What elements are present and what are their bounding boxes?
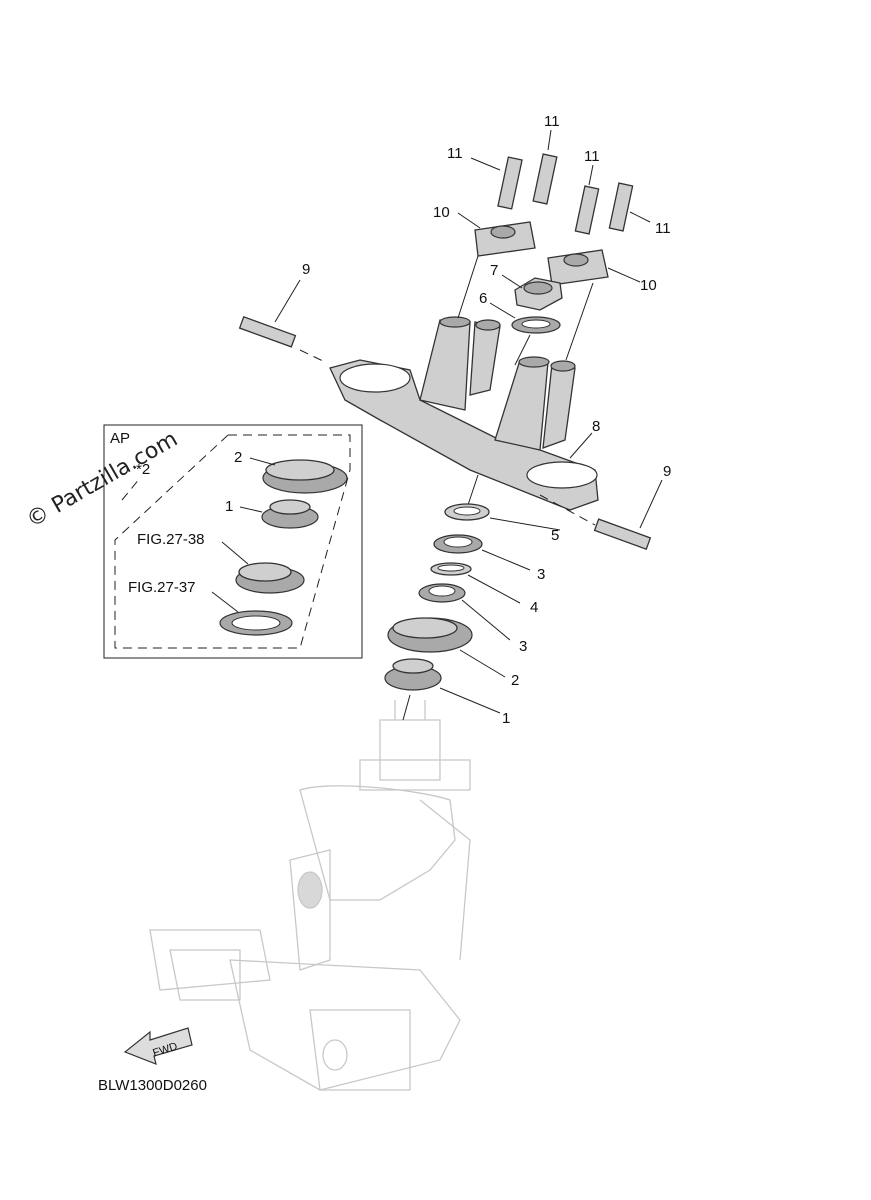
seal-2-bearing-1 [384,617,506,714]
watermark-text: © Partzilla.com [23,427,183,534]
label-3-b: 3 [519,638,527,655]
label-1: 1 [502,710,510,727]
label-9-b: 9 [663,463,671,480]
callout-labels: 11 11 11 11 10 10 9 9 7 6 8 5 3 4 3 2 1 [302,113,671,727]
pinch-bolts-9 [238,279,663,551]
inset-dashed-outline [114,434,351,649]
label-11-c: 11 [584,148,600,165]
inset-title: AP [110,430,130,447]
inset-star-label: *2 [136,461,150,478]
label-11-b: 11 [544,113,560,130]
inset-box: AP *2 2 1 FIG.27-38 FIG.27-37 [103,424,363,659]
inset-label-1: 1 [225,498,233,515]
inset-fig-27-37: FIG.27-37 [128,579,196,596]
inset-race-38-top [238,562,292,582]
ring-nuts [418,534,531,641]
inset-label-2: 2 [234,449,242,466]
label-4: 4 [530,599,538,616]
inset-fig-27-38: FIG.27-38 [137,531,205,548]
washer-5 [444,503,561,531]
label-11-a: 11 [447,145,463,162]
label-8: 8 [592,418,600,435]
frame-outline [149,700,471,1091]
diagram-code: BLW1300D0260 [98,1077,207,1094]
inset-frame [103,424,363,659]
inset-star-leader [121,477,141,501]
label-9-a: 9 [302,261,310,278]
label-2: 2 [511,672,519,689]
upper-bracket-8 [329,316,599,511]
label-10-b: 10 [640,277,657,294]
alignment-lines [402,255,594,721]
inset-bearing-seal-top [265,459,335,481]
nut-7-washer-6 [489,274,563,334]
fwd-arrow-icon: FWD [123,1027,193,1065]
handlebar-holders-10 [457,212,641,286]
label-6: 6 [479,290,487,307]
bolts-11 [470,129,651,235]
label-7: 7 [490,262,498,279]
label-5: 5 [551,527,559,544]
label-10-a: 10 [433,204,450,221]
label-3-a: 3 [537,566,545,583]
inset-bearing-top [269,499,311,515]
label-11-d: 11 [655,220,671,237]
